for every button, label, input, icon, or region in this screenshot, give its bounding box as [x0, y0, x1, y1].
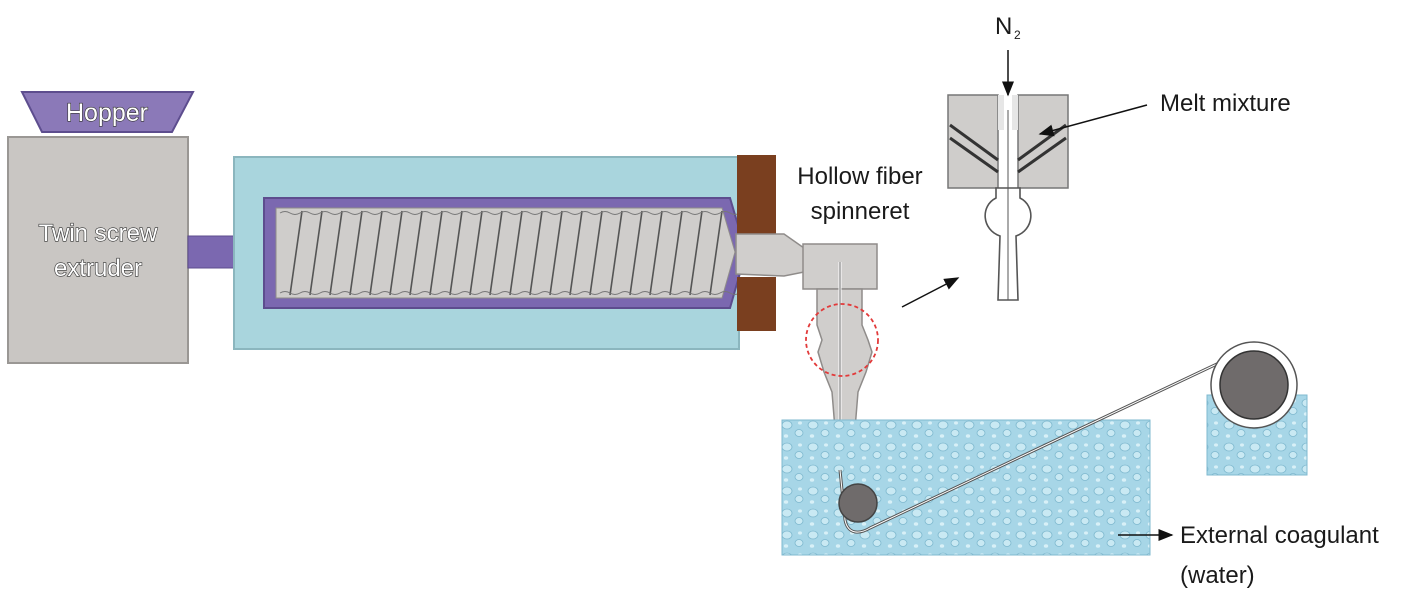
coagulation-bath: [781, 419, 1151, 556]
extruder-label-line1: Twin screw: [39, 220, 158, 247]
screw-flight: [409, 210, 423, 296]
spinneret-tip-highlight: [805, 303, 879, 377]
spinneret-detail: [947, 94, 1069, 301]
melt-mixture-label: Melt mixture: [1160, 90, 1291, 117]
screw-flight: [589, 210, 603, 296]
spinneret-label-line2: spinneret: [811, 198, 910, 225]
n2-subscript: 2: [1014, 28, 1021, 42]
screw-flight: [329, 210, 343, 296]
n2-label: N: [995, 13, 1012, 40]
screw-flight: [689, 210, 703, 296]
screw-flight: [349, 210, 363, 296]
hopper-label: Hopper: [66, 99, 148, 127]
screw-flight: [569, 210, 583, 296]
screw-flight: [289, 210, 303, 296]
hopper: Hopper: [20, 91, 195, 133]
screw-flight: [309, 210, 323, 296]
extruder-label-line2: extruder: [54, 255, 142, 282]
coagulant-label-line2: (water): [1180, 562, 1255, 589]
screw-housing: [263, 197, 748, 309]
screw-flight: [509, 210, 523, 296]
screw-flight: [529, 210, 543, 296]
screw-flights: [279, 210, 761, 296]
coagulant-label-line1: External coagulant: [1180, 522, 1379, 549]
screw-flight: [469, 210, 483, 296]
screw-flight: [369, 210, 383, 296]
screw-flight: [389, 210, 403, 296]
screw-flight: [609, 210, 623, 296]
screw-flight: [669, 210, 683, 296]
screw-flight: [549, 210, 563, 296]
spinneret-label-line1: Hollow fiber: [797, 163, 922, 190]
bath-roller: [838, 483, 878, 523]
twin-screw-extruder: Twin screw extruder: [7, 136, 189, 364]
screw-flight: [649, 210, 663, 296]
screw-flight: [429, 210, 443, 296]
fiber-path: [838, 352, 1239, 534]
screw-flight: [449, 210, 463, 296]
screw-flight: [629, 210, 643, 296]
screw-edge-top: [279, 211, 761, 215]
take-up-roller: [1210, 341, 1298, 429]
die-plate: [737, 155, 776, 331]
screw-flight: [489, 210, 503, 296]
melt-mixture-arrow: [1038, 104, 1148, 137]
detail-arrow: [901, 277, 960, 308]
screw-edge-bottom: [279, 291, 761, 295]
screw-flight: [709, 210, 723, 296]
